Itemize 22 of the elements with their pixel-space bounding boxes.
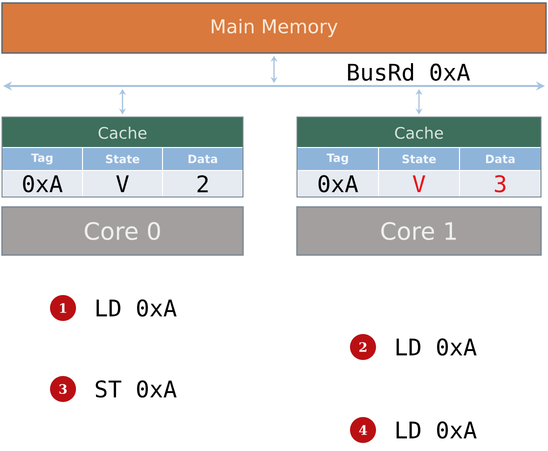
table-cell: 0xA (2, 171, 82, 196)
bus-label: BusRd 0xA (348, 63, 470, 81)
instruction-text: ST 0xA (96, 380, 177, 398)
table-cell: 0xA (298, 171, 378, 196)
header-cell: Data (460, 148, 540, 170)
instruction-text: LD 0xA (396, 421, 477, 439)
instruction-text: LD 0xA (396, 338, 477, 356)
table-cell: V (379, 171, 459, 196)
table-cell: V (83, 171, 162, 196)
table-cell: 2 (163, 171, 242, 196)
header-cell: State (379, 148, 459, 170)
header-cell: Tag (298, 148, 378, 170)
core-box: Core 0 (1, 206, 244, 256)
header-cell: Tag (2, 148, 82, 170)
header-cell: Data (163, 148, 242, 170)
cache-heading: Cache (298, 118, 540, 147)
table-cell: 3 (460, 171, 540, 196)
instruction-text: LD 0xA (96, 299, 177, 317)
core-box: Core 1 (296, 206, 542, 256)
header-cell: State (83, 148, 162, 170)
memory-box: Main Memory (1, 2, 547, 54)
cache-heading: Cache (2, 118, 242, 147)
